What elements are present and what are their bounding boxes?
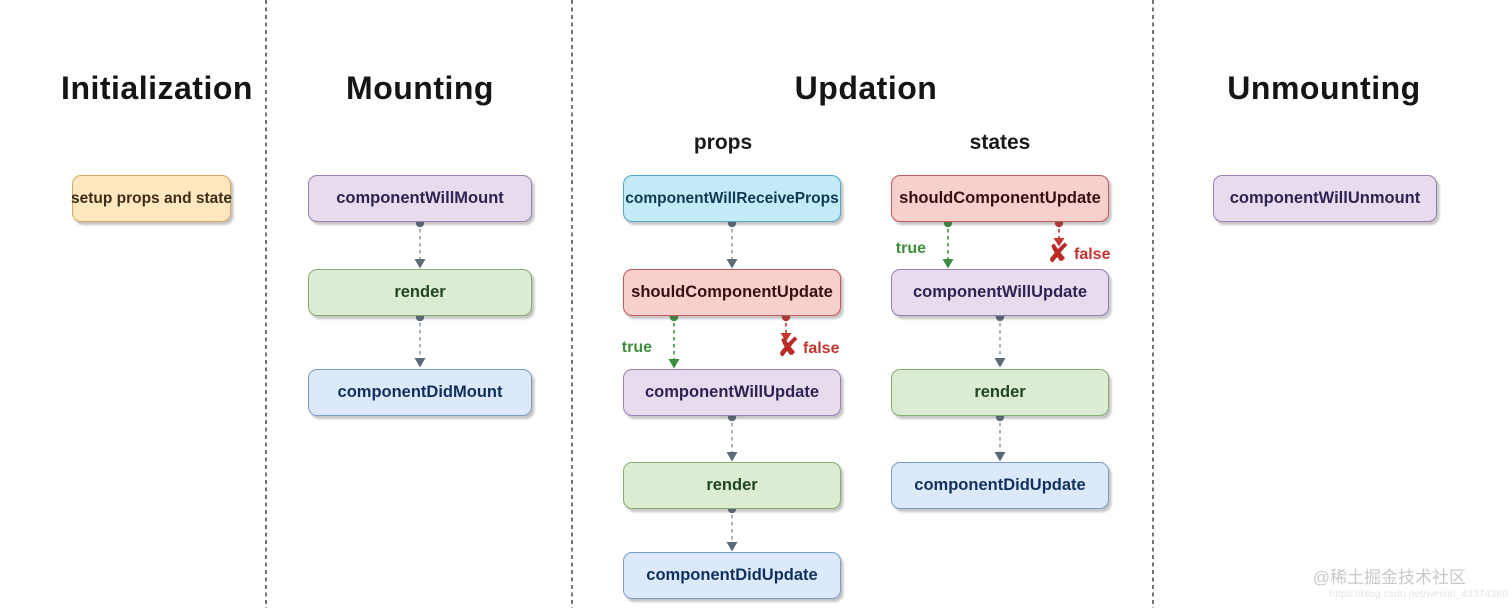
true-label-states: true xyxy=(895,240,926,257)
arrow-componentwillmount-to-render xyxy=(414,218,426,269)
box-componentwillreceiveprops: componentWillReceiveProps xyxy=(623,175,841,222)
arrow-willupdate-to-render-states xyxy=(994,312,1006,368)
box-render-states: render xyxy=(891,369,1109,416)
subcolumn-title-props: props xyxy=(693,131,753,154)
arrow-true-states xyxy=(942,218,954,269)
box-label: render xyxy=(706,476,758,494)
box-label: componentWillUpdate xyxy=(912,283,1087,301)
box-shouldcomponentupdate-states: shouldComponentUpdate xyxy=(891,175,1109,222)
box-label: componentWillReceiveProps xyxy=(625,189,839,207)
false-label-props: false xyxy=(803,340,840,357)
box-render-props: render xyxy=(623,462,841,509)
box-label: render xyxy=(394,283,446,301)
arrow-render-to-componentdidmount xyxy=(414,312,426,368)
false-x-icon: ✘ xyxy=(1046,238,1070,269)
box-componentwillupdate-props: componentWillUpdate xyxy=(623,369,841,416)
box-label: componentWillUnmount xyxy=(1229,189,1421,207)
column-dividers xyxy=(265,0,1154,608)
watermark-url: https://blog.csdn.net/weixin_43374360 xyxy=(1329,588,1508,600)
arrow-willupdate-to-render-props xyxy=(726,412,738,462)
phase-title-initialization: Initialization xyxy=(61,70,253,106)
phase-title-mounting: Mounting xyxy=(346,70,494,106)
box-componentwillmount: componentWillMount xyxy=(308,175,532,222)
false-label-states: false xyxy=(1074,246,1111,263)
true-label-props: true xyxy=(621,339,652,356)
box-render-mounting: render xyxy=(308,269,532,316)
box-label: shouldComponentUpdate xyxy=(899,189,1101,207)
box-label: componentWillUpdate xyxy=(644,383,819,401)
box-label: render xyxy=(974,383,1026,401)
box-setup-props-and-state: setup props and state xyxy=(70,175,233,222)
box-label: setup props and state xyxy=(70,189,233,207)
subcolumn-title-states: states xyxy=(969,131,1031,154)
box-label: componentDidUpdate xyxy=(646,566,818,584)
box-shouldcomponentupdate-props: shouldComponentUpdate xyxy=(623,269,841,316)
arrow-render-to-didupdate-props xyxy=(726,504,738,552)
box-componentdidmount: componentDidMount xyxy=(308,369,532,416)
box-label: componentWillMount xyxy=(336,189,504,207)
box-label: componentDidMount xyxy=(337,383,503,401)
watermark-community: @稀土掘金技术社区 xyxy=(1312,568,1466,587)
box-componentwillupdate-states: componentWillUpdate xyxy=(891,269,1109,316)
phase-title-unmounting: Unmounting xyxy=(1227,70,1421,106)
false-x-icon: ✘ xyxy=(776,332,800,363)
box-componentwillunmount: componentWillUnmount xyxy=(1213,175,1437,222)
box-componentdidupdate-props: componentDidUpdate xyxy=(623,552,841,599)
arrow-render-to-didupdate-states xyxy=(994,412,1006,462)
phase-title-updation: Updation xyxy=(794,70,938,106)
box-label: shouldComponentUpdate xyxy=(631,283,833,301)
arrow-true-props xyxy=(668,312,680,369)
box-componentdidupdate-states: componentDidUpdate xyxy=(891,462,1109,509)
box-label: componentDidUpdate xyxy=(914,476,1086,494)
arrow-willreceiveprops-to-shouldupdate xyxy=(726,218,738,269)
